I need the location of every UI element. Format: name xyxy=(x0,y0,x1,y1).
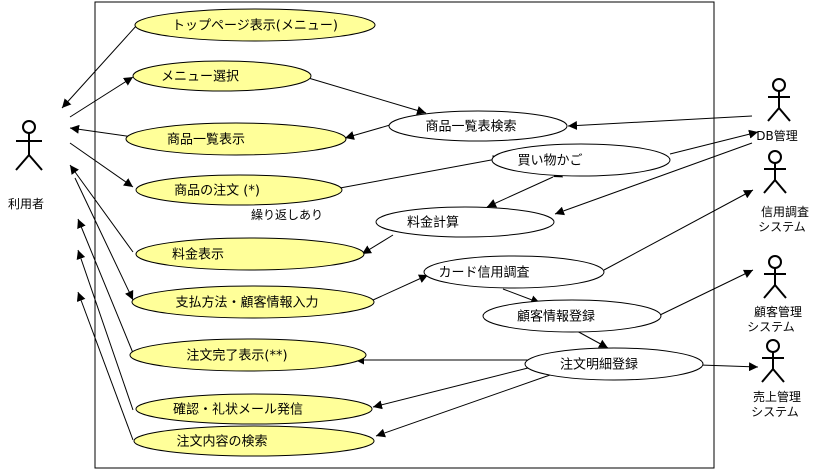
line-calc-to-price xyxy=(361,234,394,255)
use-case-catalog-search-label: 商品一覧表検索 xyxy=(425,119,516,135)
use-case-price-display-label: 料金表示 xyxy=(172,247,224,263)
user-use-cases: トップページ表示(メニュー) メニュー選択 商品一覧表示 商品の注文 (*) 料… xyxy=(125,8,376,457)
line-search-to-user xyxy=(76,291,134,441)
line-card-to-credit xyxy=(603,189,754,271)
actor-figures xyxy=(15,78,791,383)
use-case-cart: 買い物かご xyxy=(491,143,671,177)
use-case-price-display: 料金表示 xyxy=(135,237,365,271)
use-case-order-detail-register: 注文明細登録 xyxy=(524,347,704,381)
repeat-note: 繰り返しあり xyxy=(251,208,323,222)
user-actor-label: 利用者 xyxy=(8,197,44,211)
use-case-product-list: 商品一覧表示 xyxy=(125,122,347,156)
line-user-to-payment xyxy=(74,177,134,301)
use-case-order: 商品の注文 (*) xyxy=(135,174,343,206)
use-case-order-complete-label: 注文完了表示(**) xyxy=(186,349,287,364)
customer-actor-label-2: システム xyxy=(747,320,795,334)
line-catalog-to-list xyxy=(344,124,391,140)
use-case-confirm-mail: 確認・礼状メール発信 xyxy=(135,393,373,425)
line-card-to-customer xyxy=(502,288,541,305)
system-boundary xyxy=(94,1,715,469)
line-menu-to-catalog xyxy=(304,76,427,115)
line-customer-to-detail xyxy=(574,329,609,349)
line-cart-calc xyxy=(486,169,564,208)
internal-use-cases: 商品一覧表検索 買い物かご 料金計算 カード信用調査 顧客情報登録 注文明細登録 xyxy=(375,110,704,381)
line-user-to-order xyxy=(69,142,134,188)
use-case-order-search-label: 注文内容の検索 xyxy=(176,434,267,450)
use-case-customer-register: 顧客情報登録 xyxy=(482,299,662,333)
use-case-payment-input: 支払方法・顧客情報入力 xyxy=(131,285,375,319)
sales-actor-label-1: 売上管理 xyxy=(753,389,801,404)
line-db-to-calc xyxy=(554,142,753,216)
line-detail-to-search xyxy=(375,374,551,438)
credit-actor-label-2: システム xyxy=(758,220,806,234)
line-payment-to-card xyxy=(372,274,429,301)
customer-actor-icon xyxy=(763,255,787,299)
use-case-top-page: トップページ表示(メニュー) xyxy=(134,8,376,42)
line-user-to-menu xyxy=(69,76,134,118)
db-actor-label: DB管理 xyxy=(756,128,797,143)
sales-actor-icon xyxy=(761,339,785,383)
use-case-payment-input-label: 支払方法・顧客情報入力 xyxy=(175,295,318,311)
customer-actor-label-1: 顧客管理 xyxy=(754,304,802,319)
line-order-to-cart xyxy=(339,155,503,189)
line-complete-to-user xyxy=(77,218,134,354)
use-case-cart-label: 買い物かご xyxy=(517,153,582,169)
line-top-to-user xyxy=(61,24,138,109)
use-case-order-detail-register-label: 注文明細登録 xyxy=(560,358,638,373)
use-case-order-search: 注文内容の検索 xyxy=(133,425,375,457)
connectors xyxy=(61,24,759,441)
use-case-order-label: 商品の注文 (*) xyxy=(174,184,260,199)
use-case-catalog-search: 商品一覧表検索 xyxy=(388,110,568,142)
line-detail-to-mail xyxy=(372,367,529,410)
db-actor-icon xyxy=(767,78,791,122)
use-case-customer-register-label: 顧客情報登録 xyxy=(517,309,595,325)
line-mail-to-user xyxy=(76,249,134,411)
use-case-price-calc-label: 料金計算 xyxy=(407,215,459,231)
use-case-card-check: カード信用調査 xyxy=(423,255,605,289)
use-case-confirm-mail-label: 確認・礼状メール発信 xyxy=(173,402,303,418)
use-case-price-calc: 料金計算 xyxy=(375,206,555,238)
use-case-top-page-label: トップページ表示(メニュー) xyxy=(172,19,338,34)
line-customer-to-crm xyxy=(659,269,754,316)
use-case-order-complete: 注文完了表示(**) xyxy=(129,338,367,372)
line-cart-to-db xyxy=(669,129,759,155)
use-case-card-check-label: カード信用調査 xyxy=(438,266,529,281)
user-actor-icon xyxy=(15,120,43,171)
credit-actor-label-1: 信用調査 xyxy=(761,205,809,219)
credit-actor-icon xyxy=(763,150,787,194)
sales-actor-label-2: システム xyxy=(751,405,799,419)
line-detail-to-sales xyxy=(699,362,759,372)
line-db-to-catalog xyxy=(567,115,753,131)
use-case-menu-select: メニュー選択 xyxy=(132,60,312,92)
use-case-product-list-label: 商品一覧表示 xyxy=(167,132,245,148)
use-case-menu-select-label: メニュー選択 xyxy=(161,70,239,85)
line-list-to-user xyxy=(69,124,134,138)
line-price-to-user xyxy=(69,164,134,253)
